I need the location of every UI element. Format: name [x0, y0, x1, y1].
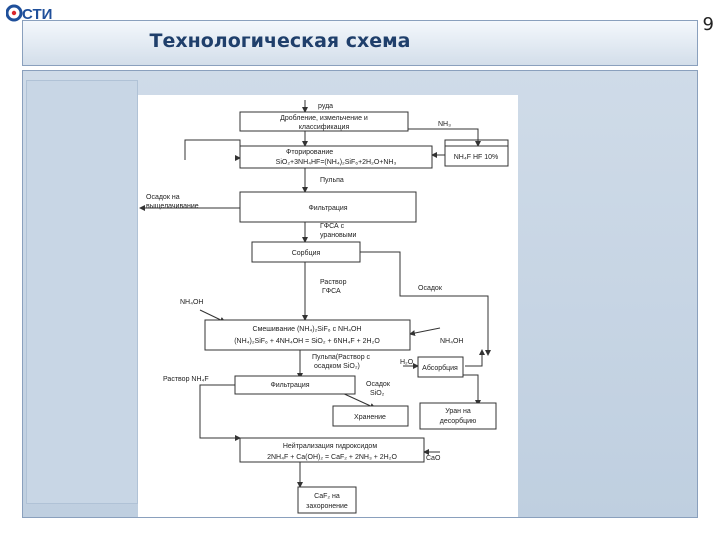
label-gfsa-1: ГФСА с [320, 223, 345, 230]
label-solution-1: Раствор [320, 279, 347, 286]
box-caf2 [297, 486, 357, 514]
label-precip-sio2-2: SiO₂ [370, 390, 385, 397]
box-uranium [419, 402, 497, 430]
box-crushing [239, 111, 409, 132]
box-storage [332, 405, 409, 427]
page-number: 9 [702, 14, 714, 35]
label-filtration-1: Фильтрация [308, 205, 347, 212]
process-boxes [204, 111, 509, 514]
label-residue-2: выщелачивание [146, 203, 199, 210]
label-crushing-1: Дробление, измельчение и [280, 114, 368, 122]
label-nh3: NH₃ [438, 121, 451, 128]
box-neutralization [239, 437, 425, 463]
label-absorption: Абсорбция [422, 364, 458, 372]
label-nh4f-box: NH₄F HF 10% [454, 154, 498, 161]
arrow-recycle-top [184, 139, 243, 160]
label-pulp-sol-1: Пульпа(Раствор с [312, 354, 371, 361]
label-residue-1: Осадок на [146, 194, 180, 201]
label-sorption: Сорбция [292, 249, 321, 257]
box-nh4f [444, 145, 509, 167]
arrow-nh4oh-right [409, 327, 441, 336]
label-precip: Осадок [418, 285, 443, 292]
page-title: Технологическая схема [149, 30, 411, 52]
arrow-uranium [463, 374, 481, 406]
arrow-precip-storage [339, 391, 376, 409]
label-uranium-1: Уран на [445, 408, 471, 415]
box-sorption [251, 241, 361, 263]
label-mix-2: (NH₄)₂SiF₆ + 4NH₄OH = SiO₂ + 6NH₄F + 2H₂… [234, 338, 380, 345]
label-storage: Хранение [354, 414, 386, 421]
box-fluorination [239, 145, 433, 169]
box-filtration-1 [239, 191, 417, 223]
label-pulp-sol-2: осадком SiO₂) [314, 363, 360, 370]
label-cao: CaO [426, 455, 441, 462]
label-solution-nh4f: Раствор NH₄F [163, 376, 209, 383]
box-absorption [417, 356, 464, 378]
label-fluor-1: Фторирование [286, 149, 333, 156]
label-uranium-2: десорбцию [440, 417, 477, 425]
side-strip [26, 80, 138, 504]
diagram-labels: руда Дробление, измельчение и классифика… [146, 103, 498, 510]
label-filtration-2: Фильтрация [270, 382, 309, 389]
logo-text: СТИ [22, 6, 52, 23]
label-mix-1: Смешивание (NH₄)₂SiF₆ с NH₄OH [253, 326, 362, 333]
connectors [139, 100, 509, 488]
title-panel: Технологическая схема [22, 20, 698, 66]
arrow-solution-neutral [199, 384, 241, 441]
arrow-precip [360, 251, 491, 356]
label-caf2-2: захоронение [306, 503, 348, 510]
label-precip-sio2-1: Осадок [366, 381, 391, 388]
arrow-abs-loop [465, 349, 485, 367]
label-neutral-1: Нейтрализация гидроксидом [283, 442, 377, 450]
label-nh4oh-right: NH₄OH [440, 338, 463, 345]
sti-logo: СТИ [6, 4, 52, 23]
label-neutral-2: 2NH₄F + Ca(OH)₂ = CaF₂ + 2NH₃ + 2H₂O [267, 454, 397, 461]
label-h2o: H₂O [400, 359, 414, 366]
box-filtration-2 [234, 375, 356, 395]
label-caf2-1: CaF₂ на [314, 493, 340, 500]
box-mixing [204, 319, 411, 351]
label-nh4oh-left: NH₄OH [180, 299, 203, 306]
arrow-nh3 [408, 128, 481, 147]
label-gfsa-2: урановыми [320, 232, 357, 239]
label-solution-2: ГФСА [322, 288, 341, 295]
label-ore: руда [318, 103, 333, 110]
label-fluor-2: SiO₂+3NH₄HF=(NH₄)₂SiF₆+2H₂O+NH₃ [276, 159, 397, 166]
label-pulp: Пульпа [320, 177, 344, 184]
label-crushing-2: классификация [299, 124, 350, 131]
